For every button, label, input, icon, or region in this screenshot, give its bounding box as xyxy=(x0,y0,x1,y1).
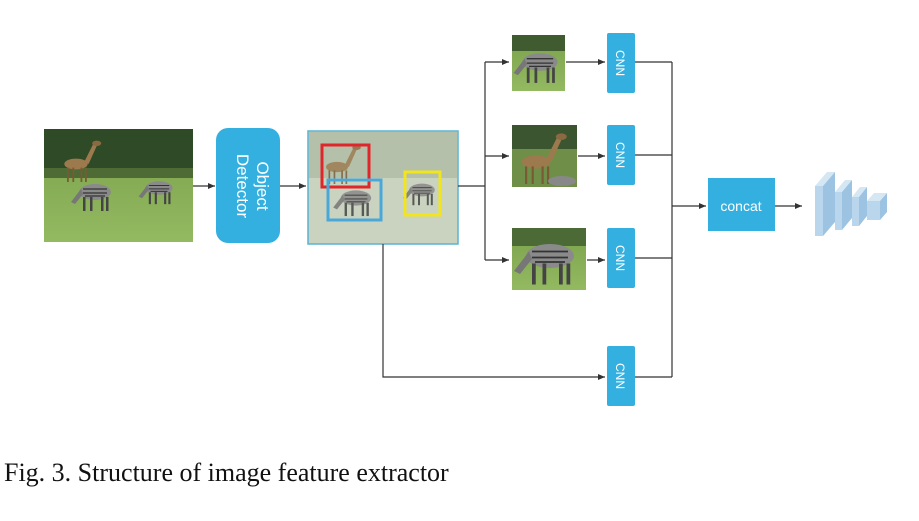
zebra-crop-image-2 xyxy=(512,228,586,290)
bbox-yellow-zebra xyxy=(403,170,442,217)
cnn-label-3: CNN xyxy=(613,245,627,271)
detector-label-line2: Detector xyxy=(233,154,252,219)
crop-to-cnn-arrows xyxy=(566,59,605,263)
input-scene-image xyxy=(44,129,193,242)
zebra-crop-image xyxy=(512,35,565,91)
cnn-label-1: CNN xyxy=(613,50,627,76)
cnn-box-1: CNN xyxy=(607,33,635,93)
bbox-blue-zebra xyxy=(326,178,383,222)
cnn-box-4: CNN xyxy=(607,346,635,406)
cnn-to-concat-connectors xyxy=(635,61,706,378)
output-feature-blocks-icon xyxy=(815,172,887,236)
concat-label: concat xyxy=(720,198,761,214)
detector-label-line1: Object xyxy=(253,161,272,210)
cnn-box-3: CNN xyxy=(607,228,635,288)
concat-box: concat xyxy=(708,178,775,231)
scene-to-crop-connectors xyxy=(382,59,605,380)
object-detector-box: Object Detector xyxy=(216,128,280,243)
figure-caption: Fig. 3. Structure of image feature extra… xyxy=(4,458,449,487)
cnn-label-4: CNN xyxy=(613,363,627,389)
cnn-box-2: CNN xyxy=(607,125,635,185)
detected-scene-image xyxy=(307,130,459,245)
bbox-red-giraffe xyxy=(320,143,371,189)
giraffe-crop-image xyxy=(512,125,577,187)
cnn-label-2: CNN xyxy=(613,142,627,168)
